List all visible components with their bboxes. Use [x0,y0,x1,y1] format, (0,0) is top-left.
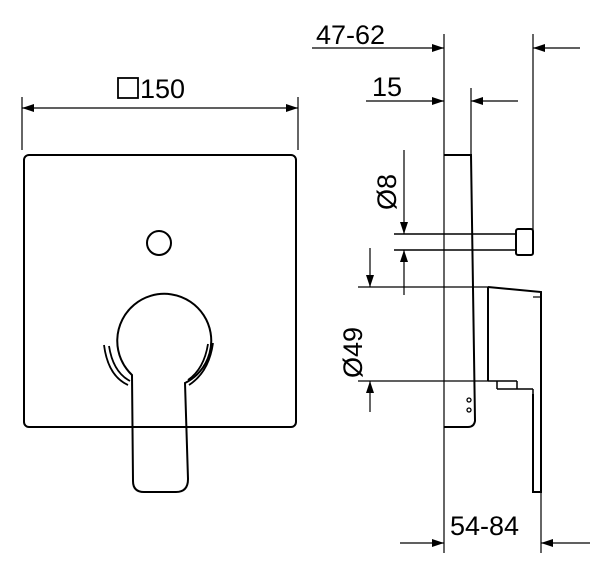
lever-profile [487,286,542,493]
width-dimension: 150 [21,74,299,150]
total-depth-label: 47-62 [316,20,385,50]
diverter-button [146,230,172,256]
cover-plate-profile [444,154,477,428]
total-depth-dimension: 47-62 [312,20,580,52]
cover-plate [23,154,297,428]
spindle-dimension: Ø49 [338,248,488,412]
plate-offset-dimension: 15 [366,72,518,105]
small-bore-label: Ø8 [372,174,402,210]
lever-handle [103,292,214,493]
bottom-depth-dimension: 54-84 [400,511,590,547]
width-label: 150 [140,74,185,104]
square-symbol [117,77,139,99]
spindle-label: Ø49 [338,327,368,378]
front-view: 150 [21,74,299,493]
diverter-pin [394,228,534,256]
small-bore-dimension: Ø8 [372,150,408,295]
bottom-depth-label: 54-84 [450,511,519,541]
plate-offset-label: 15 [372,72,402,102]
side-view: 47-62 15 Ø8 Ø4 [312,20,590,553]
